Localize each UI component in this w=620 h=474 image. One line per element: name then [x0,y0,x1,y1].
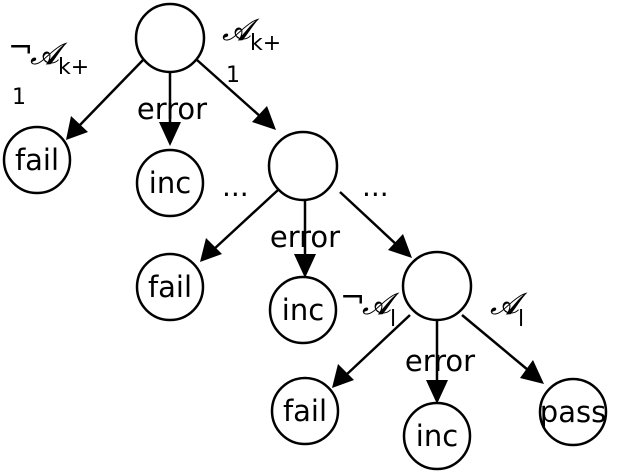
inc-label: inc [282,293,324,327]
condition-not-a-k1: ¬ 𝓐 k+ 1 [8,31,89,110]
negation-symbol: ¬ [8,31,33,66]
outcome-node-fail-2: fail [135,252,205,322]
condition-not-a-l: ¬ 𝓐 l [340,281,400,332]
fail-label: fail [15,143,59,177]
negation-symbol: ¬ [340,281,365,316]
condition-subscript: l [390,307,396,332]
ellipsis-left: ... [222,170,249,203]
ellipsis-right: ... [362,170,389,203]
inc-label: inc [149,166,191,200]
edge-root-node2 [196,59,276,130]
error-edge-label-2: error [270,220,340,254]
fail-label: fail [148,270,192,304]
decision-node-root [134,2,206,74]
decision-node-level2 [267,130,339,202]
condition-subscript: k+ [250,31,281,56]
edge-root-fail [66,59,144,140]
error-edge-label-1: error [137,92,207,126]
outcome-node-fail-1: fail [2,125,72,195]
error-edge-label-3: error [405,344,475,378]
edge-root-inc [159,72,181,146]
inc-label: inc [416,419,458,453]
condition-subscript-wrap: 1 [12,85,26,110]
condition-subscript: k+ [58,55,89,80]
condition-subscript: l [518,307,524,332]
outcome-node-inc-3: inc [402,401,472,471]
edge-node3-fail [332,314,411,388]
edge-node2-fail [200,189,279,262]
outcome-node-pass: pass [538,377,608,447]
edge-node3-pass [461,314,544,384]
edge-node2-node3 [339,191,412,258]
decision-node-level3 [401,250,473,322]
condition-a-k1: 𝓐 k+ 1 [222,13,281,88]
outcome-node-fail-3: fail [270,376,340,446]
outcome-node-inc-2: inc [268,275,338,345]
fail-label: fail [283,394,327,428]
condition-a-l: 𝓐 l [490,287,528,332]
edge-node2-inc [294,200,316,278]
condition-subscript-wrap: 1 [226,63,240,88]
edge-node3-inc [426,320,448,404]
pass-label: pass [540,395,606,429]
outcome-node-inc-1: inc [135,148,205,218]
